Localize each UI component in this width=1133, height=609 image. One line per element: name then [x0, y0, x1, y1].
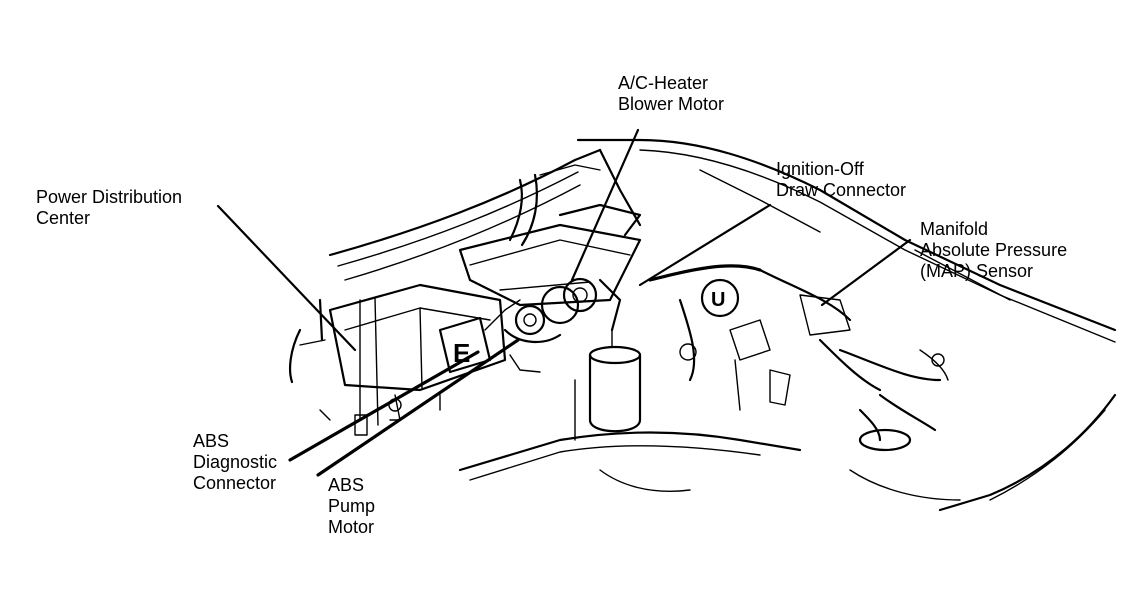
leader-map-sensor — [820, 238, 912, 307]
ac-heater-blower-drawing — [458, 164, 642, 332]
wiring-harness-drawing: U — [648, 264, 949, 452]
label-line: Diagnostic — [193, 452, 278, 472]
label-abs-pump-motor: ABS Pump Motor — [328, 475, 375, 538]
label-line: A/C-Heater — [618, 73, 709, 93]
leader-abs-pump-motor — [316, 338, 520, 477]
label-line: ABS — [328, 475, 365, 495]
label-line: Center — [36, 208, 91, 228]
label-ac-heater-blower-motor: A/C-Heater Blower Motor — [618, 73, 724, 115]
label-line: Motor — [328, 517, 375, 537]
label-line: Connector — [193, 473, 277, 493]
body-outline — [318, 138, 1117, 512]
label-line: Blower Motor — [618, 94, 725, 114]
label-line: Power Distribution — [36, 187, 183, 207]
label-line: ABS — [193, 431, 230, 451]
label-abs-diagnostic-connector: ABS Diagnostic Connector — [193, 431, 277, 494]
label-line: Manifold — [920, 219, 989, 239]
label-line: Draw Connector — [776, 180, 907, 200]
canister-drawing — [574, 329, 642, 441]
u-symbol: U — [711, 289, 725, 311]
leader-lines — [216, 128, 912, 477]
label-line: (MAP) Sensor — [920, 261, 1034, 281]
label-line: Ignition-Off — [776, 159, 864, 179]
label-line: Absolute Pressure — [920, 240, 1068, 260]
label-map-sensor: Manifold Absolute Pressure (MAP) Sensor — [920, 219, 1067, 282]
label-power-distribution-center: Power Distribution Center — [36, 187, 182, 229]
leader-abs-diagnostic-connector — [288, 350, 480, 462]
leader-ac-heater-blower-motor — [570, 128, 640, 282]
leader-ignition-off-draw-connector — [638, 203, 772, 287]
label-ignition-off-draw-connector: Ignition-Off Draw Connector — [776, 159, 906, 201]
label-line: Pump — [328, 496, 376, 516]
leader-power-distribution-center — [216, 204, 357, 352]
